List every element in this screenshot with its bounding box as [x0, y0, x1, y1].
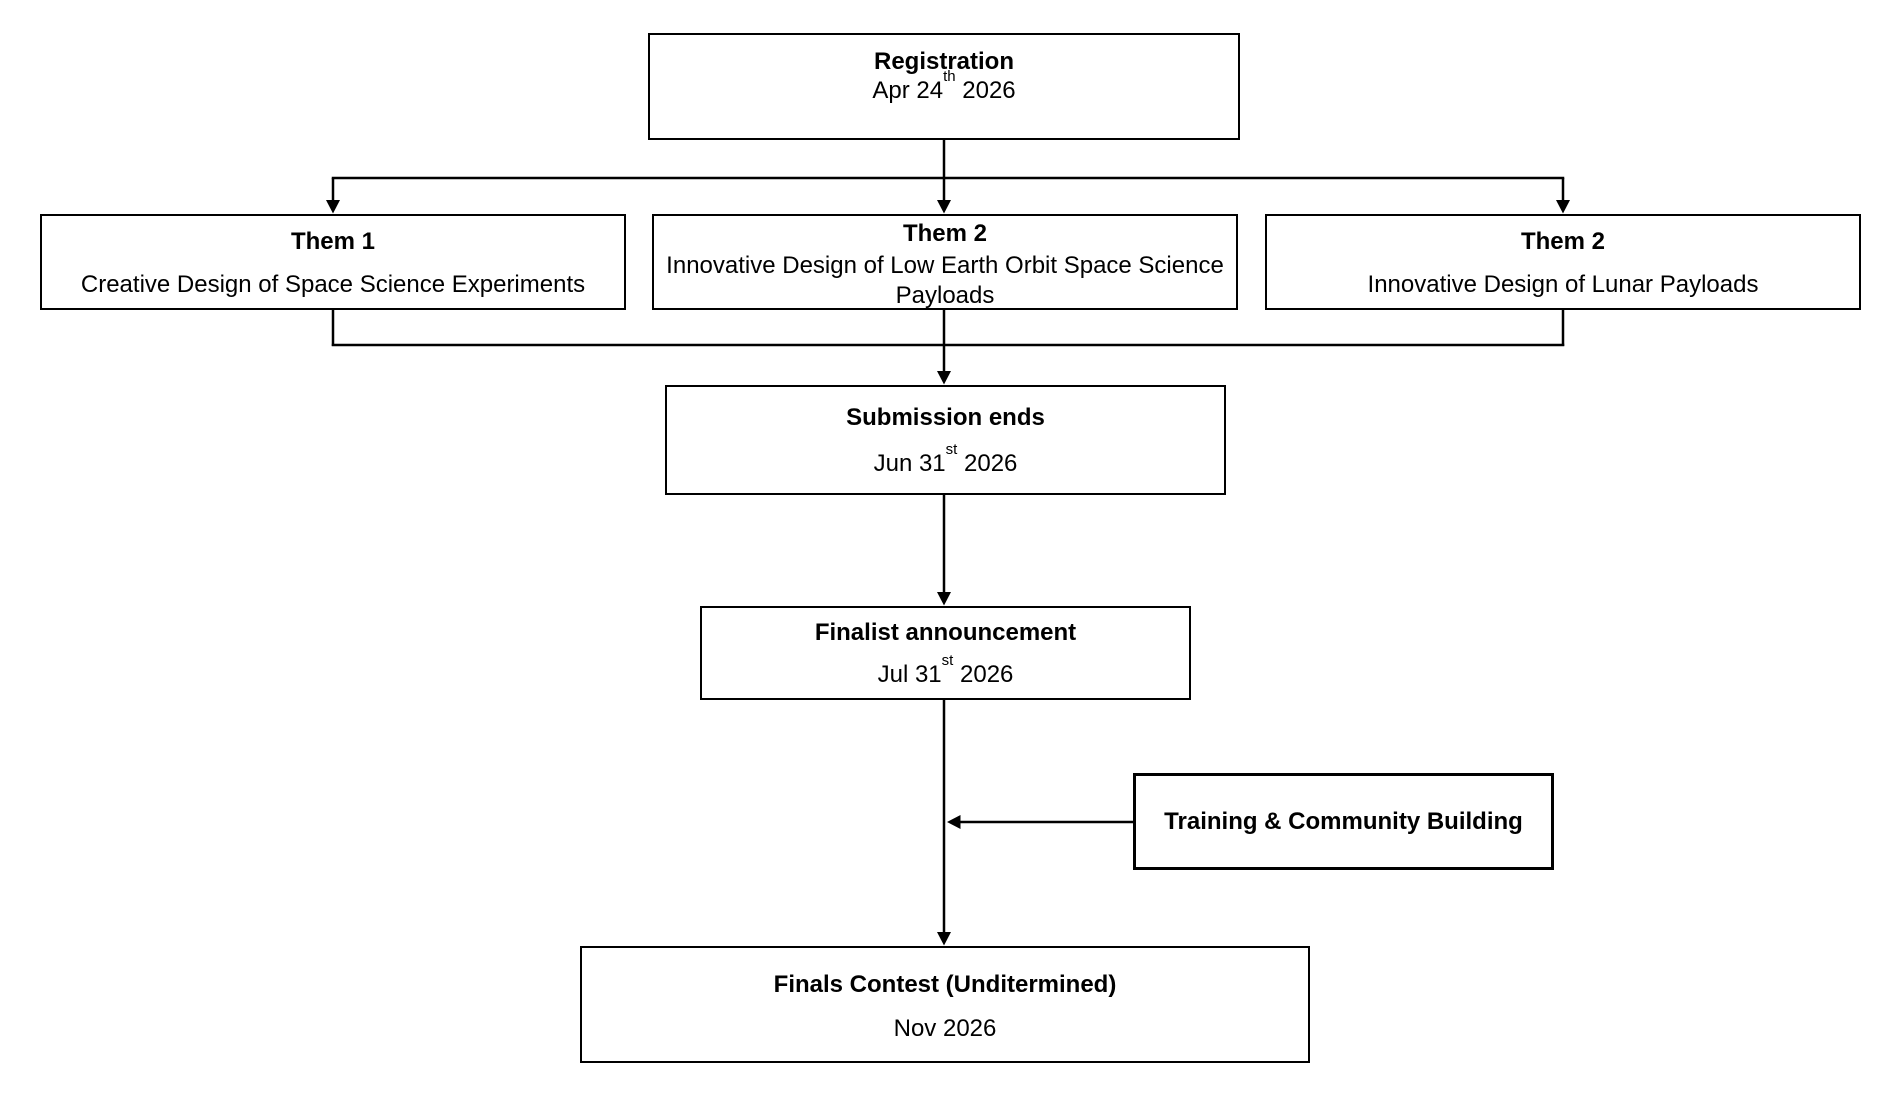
date-superscript: th — [943, 68, 956, 85]
date-text: Jun 31 — [873, 450, 946, 477]
date-text: Jul 31 — [877, 661, 942, 688]
theme2-node: Them 2 Innovative Design of Low Earth Or… — [652, 214, 1238, 310]
date-text: Apr 24 — [872, 77, 944, 104]
edge-registration-to-themes — [331, 139, 1565, 201]
edge-arrowheads-themes — [326, 200, 1570, 214]
finalist-node: Finalist announcement Jul 31st 2026 — [700, 606, 1191, 700]
node-title: Registration — [873, 48, 1014, 75]
edge-themes-to-submission — [331, 309, 1565, 372]
arrowhead-down-icon — [937, 932, 951, 946]
node-title: Training & Community Building — [1164, 808, 1523, 835]
node-title: Finals Contest (Unditermined) — [773, 971, 1117, 998]
node-date: Apr 24th 2026 — [650, 69, 1238, 105]
node-title: Them 1 — [290, 228, 376, 255]
node-title: Them 2 — [1520, 228, 1606, 255]
arrowhead-down-icon — [937, 592, 951, 606]
arrowhead-left-icon — [947, 815, 961, 829]
date-text: 2026 — [953, 661, 1014, 688]
arrowhead-down-icon — [937, 200, 951, 214]
node-description: Creative Design of Space Science Experim… — [80, 271, 586, 298]
node-date: Nov 2026 — [582, 1014, 1308, 1043]
node-title: Them 2 — [902, 220, 988, 247]
date-superscript: st — [941, 652, 954, 669]
theme3-node: Them 2 Innovative Design of Lunar Payloa… — [1265, 214, 1861, 310]
date-text: 2026 — [955, 77, 1016, 104]
node-title: Finalist announcement — [814, 619, 1077, 646]
node-date: Jun 31st 2026 — [667, 442, 1224, 478]
date-superscript: st — [945, 441, 958, 458]
node-description: Innovative Design of Low Earth Orbit Spa… — [666, 252, 1224, 309]
registration-node: Registration Apr 24th 2026 — [648, 33, 1240, 140]
node-date: Jul 31st 2026 — [702, 653, 1189, 689]
submission-node: Submission ends Jun 31st 2026 — [665, 385, 1226, 495]
theme1-node: Them 1 Creative Design of Space Science … — [40, 214, 626, 310]
node-title: Submission ends — [846, 404, 1045, 431]
arrowhead-down-icon — [326, 200, 340, 214]
date-text: Nov 2026 — [893, 1015, 997, 1042]
node-description: Innovative Design of Lunar Payloads — [1367, 271, 1759, 298]
arrowhead-down-icon — [937, 371, 951, 385]
date-text: 2026 — [957, 450, 1018, 477]
finals-node: Finals Contest (Unditermined) Nov 2026 — [580, 946, 1310, 1063]
arrowhead-down-icon — [1556, 200, 1570, 214]
training-node: Training & Community Building — [1133, 773, 1554, 870]
